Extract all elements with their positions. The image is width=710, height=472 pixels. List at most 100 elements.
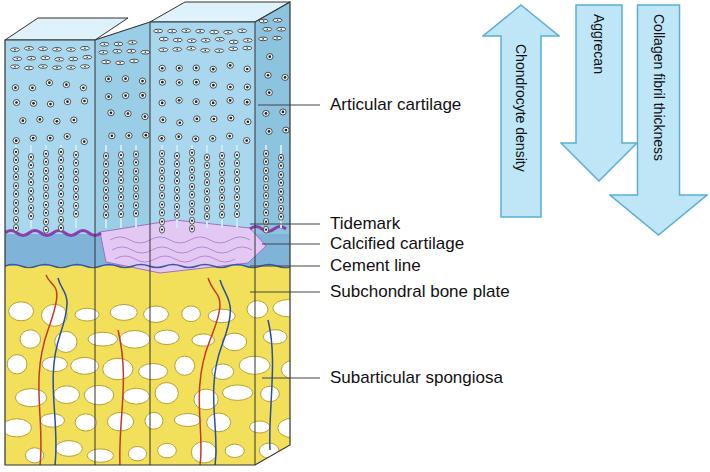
chondrocyte	[47, 101, 53, 107]
chondrocyte	[59, 207, 64, 214]
chondrocyte	[160, 167, 165, 174]
chondrocyte	[160, 158, 165, 165]
nucleus	[15, 219, 17, 221]
chondrocyte	[205, 179, 210, 186]
nucleus	[195, 81, 198, 84]
nucleus	[280, 216, 282, 218]
nucleus	[135, 170, 137, 172]
nucleus	[161, 211, 163, 213]
tidemark-line	[5, 227, 286, 236]
chondrocyte	[160, 209, 165, 216]
chondrocyte	[71, 117, 77, 123]
trend-arrow: Collagen fibril thickness	[609, 4, 708, 236]
chondrocyte	[229, 47, 238, 51]
nucleus	[30, 173, 32, 175]
nucleus	[42, 48, 44, 50]
chondrocyte	[259, 19, 268, 23]
chondrocyte	[41, 56, 50, 60]
chondrocyte	[80, 46, 89, 50]
chondrocyte	[263, 110, 269, 116]
chondrocyte	[126, 133, 132, 139]
chondrocyte	[226, 133, 232, 139]
trend-arrow: Aggrecan	[560, 4, 638, 182]
nucleus	[105, 189, 107, 191]
chondrocyte	[220, 203, 225, 210]
chondrocyte	[175, 160, 180, 167]
chondrocyte	[210, 100, 216, 106]
chondrocyte	[14, 182, 19, 189]
arrow-body	[610, 5, 707, 235]
marrow-space	[247, 301, 268, 318]
chondrocyte	[14, 190, 19, 197]
chondrocyte	[74, 193, 79, 200]
nucleus	[15, 151, 17, 153]
nucleus	[135, 153, 137, 155]
chondrocyte	[235, 152, 240, 159]
nucleus	[265, 153, 267, 155]
nucleus	[221, 163, 223, 165]
chondrocyte	[235, 211, 240, 218]
chondrocyte	[235, 169, 240, 176]
nucleus	[60, 210, 62, 212]
chondrocyte	[104, 203, 109, 210]
nucleus	[30, 57, 32, 59]
chondrocyte	[244, 99, 250, 105]
chondrocyte	[134, 159, 139, 166]
chondrocyte	[235, 194, 240, 201]
nucleus	[32, 102, 35, 105]
nucleus	[15, 227, 17, 229]
chondrocyte	[190, 208, 195, 215]
chondrocyte	[14, 199, 19, 206]
nucleus	[119, 62, 121, 64]
nucleus	[45, 161, 47, 163]
chondrocyte	[190, 225, 195, 232]
chondrocyte	[104, 160, 109, 167]
nucleus	[266, 28, 268, 30]
chondrocyte	[74, 168, 79, 175]
chondrocyte	[119, 177, 124, 184]
chondrocyte	[159, 79, 165, 85]
nucleus	[276, 37, 278, 39]
leader-line	[250, 105, 320, 378]
nucleus	[131, 50, 133, 52]
layer-label: Cement line	[330, 256, 421, 276]
nucleus	[221, 180, 223, 182]
chondrocyte	[220, 211, 225, 218]
nucleus	[75, 154, 77, 156]
marrow-space	[84, 385, 114, 404]
chondrocyte	[29, 188, 34, 195]
chondrocyte	[279, 205, 284, 212]
nucleus	[246, 120, 249, 123]
chondrocyte	[64, 133, 70, 139]
nucleus	[105, 214, 107, 216]
chondrocyte	[125, 111, 131, 117]
chondrocyte	[38, 47, 47, 51]
nucleus	[284, 76, 287, 79]
nucleus	[236, 188, 238, 190]
chondrocyte	[83, 55, 92, 59]
layer-label: Calcified cartilage	[330, 234, 464, 254]
arrow-label: Chondrocyte density	[512, 44, 530, 172]
chondrocyte	[66, 48, 75, 52]
chondrocyte	[44, 218, 49, 225]
chondrocyte	[160, 201, 165, 208]
chondrocyte	[127, 49, 136, 53]
arrow-body	[483, 5, 559, 217]
chondrocyte	[220, 152, 225, 159]
chondrocyte	[14, 207, 19, 214]
chondrocyte	[80, 65, 89, 69]
nucleus	[118, 43, 120, 45]
nucleus	[110, 111, 113, 114]
nucleus	[120, 162, 122, 164]
chondrocyte	[29, 196, 34, 203]
chondrocyte	[159, 100, 165, 106]
chondrocyte	[59, 165, 64, 172]
chondrocyte	[54, 118, 60, 124]
chondrocyte	[227, 62, 233, 68]
nucleus	[42, 66, 44, 68]
chondrocyte	[175, 194, 180, 201]
nucleus	[105, 206, 107, 208]
nucleus	[265, 229, 267, 231]
chondrocyte	[104, 211, 109, 218]
chondrocyte	[29, 162, 34, 169]
